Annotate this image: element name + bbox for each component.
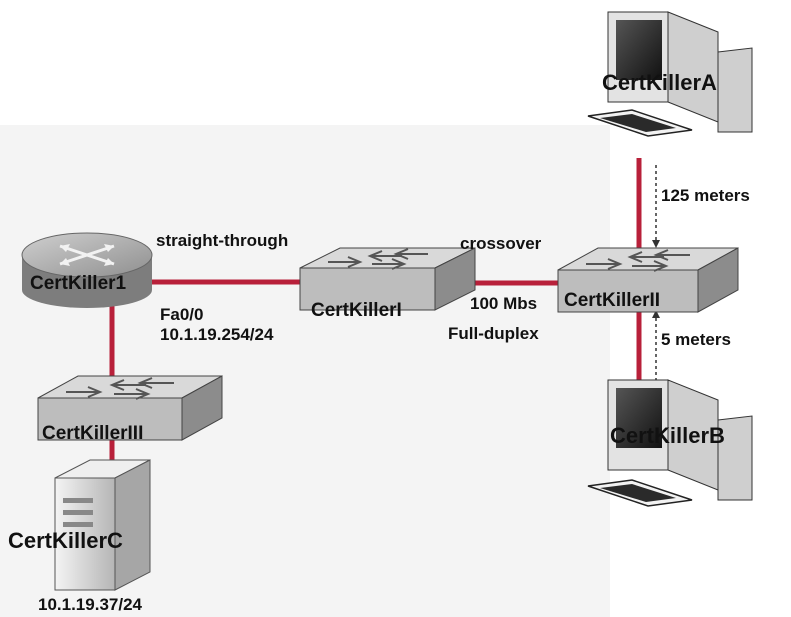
router-label: CertKiller1 (30, 273, 127, 294)
cable-straight-through: straight-through (156, 231, 289, 250)
router-interface: Fa0/0 (160, 305, 204, 324)
switch1-label: CertKillerI (311, 300, 402, 321)
switch-icon (557, 247, 739, 313)
pc-icon (587, 11, 753, 137)
cable-crossover: crossover (460, 234, 542, 253)
link-speed: 100 Mbs (470, 294, 538, 313)
links (109, 158, 642, 465)
host-a-label: CertKillerA (602, 70, 717, 95)
router-address: 10.1.19.254/24 (160, 325, 274, 344)
switch-icon (37, 375, 223, 441)
pc-icon (587, 379, 753, 507)
switch3-label: CertKillerIII (42, 423, 144, 444)
server-icon (54, 459, 151, 591)
router-icon (21, 232, 153, 308)
server-c-label: CertKillerC (8, 528, 123, 553)
distance-a: 125 meters (661, 186, 750, 205)
distance-b: 5 meters (661, 330, 731, 349)
switch2-label: CertKillerII (564, 290, 661, 311)
link-duplex: Full-duplex (448, 324, 539, 343)
switch-icon (299, 247, 476, 311)
host-b-label: CertKillerB (610, 423, 725, 448)
server-c-address: 10.1.19.37/24 (38, 595, 142, 614)
